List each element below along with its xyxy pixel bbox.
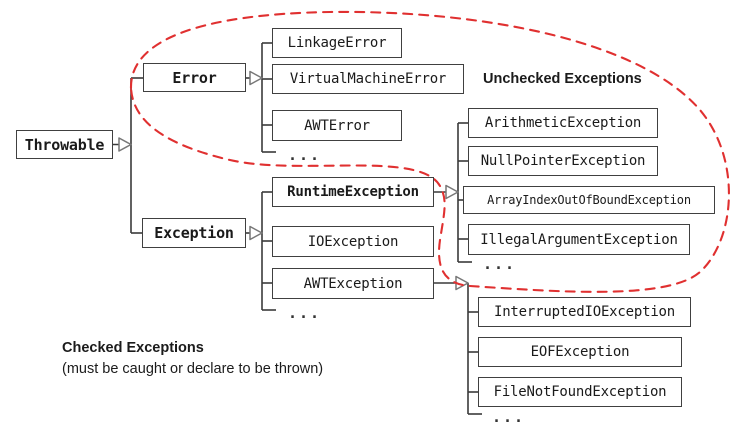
class-box-error[interactable]: Error — [143, 63, 246, 92]
class-box-runtimeexception[interactable]: RuntimeException — [272, 177, 434, 207]
class-box-arithmeticexception[interactable]: ArithmeticException — [468, 108, 658, 138]
ellipsis-error-children: ... — [288, 146, 322, 164]
class-box-awterror[interactable]: AWTError — [272, 110, 402, 141]
unchecked-exceptions-label: Unchecked Exceptions — [483, 71, 642, 87]
class-box-throwable[interactable]: Throwable — [16, 130, 113, 159]
ellipsis-exception-children: ... — [288, 304, 322, 322]
ellipsis-runtimeexception-children: ... — [483, 255, 517, 273]
class-box-exception[interactable]: Exception — [142, 218, 246, 248]
class-box-arrayindexoutofboundexception[interactable]: ArrayIndexOutOfBoundException — [463, 186, 715, 214]
class-box-ioexception[interactable]: IOException — [272, 226, 434, 257]
checked-exceptions-label: Checked Exceptions — [62, 340, 204, 356]
class-box-illegalargumentexception[interactable]: IllegalArgumentException — [468, 224, 690, 255]
class-box-nullpointerexception[interactable]: NullPointerException — [468, 146, 658, 176]
ellipsis-ioexception-children: ... — [492, 408, 526, 426]
class-box-interruptedioexception[interactable]: InterruptedIOException — [478, 297, 691, 327]
class-box-filenotfoundexception[interactable]: FileNotFoundException — [478, 377, 682, 407]
class-box-eofexception[interactable]: EOFException — [478, 337, 682, 367]
class-box-linkageerror[interactable]: LinkageError — [272, 28, 402, 58]
class-box-awtexception[interactable]: AWTException — [272, 268, 434, 299]
class-box-virtualmachineerror[interactable]: VirtualMachineError — [272, 64, 464, 94]
checked-exceptions-note: (must be caught or declare to be thrown) — [62, 361, 324, 377]
